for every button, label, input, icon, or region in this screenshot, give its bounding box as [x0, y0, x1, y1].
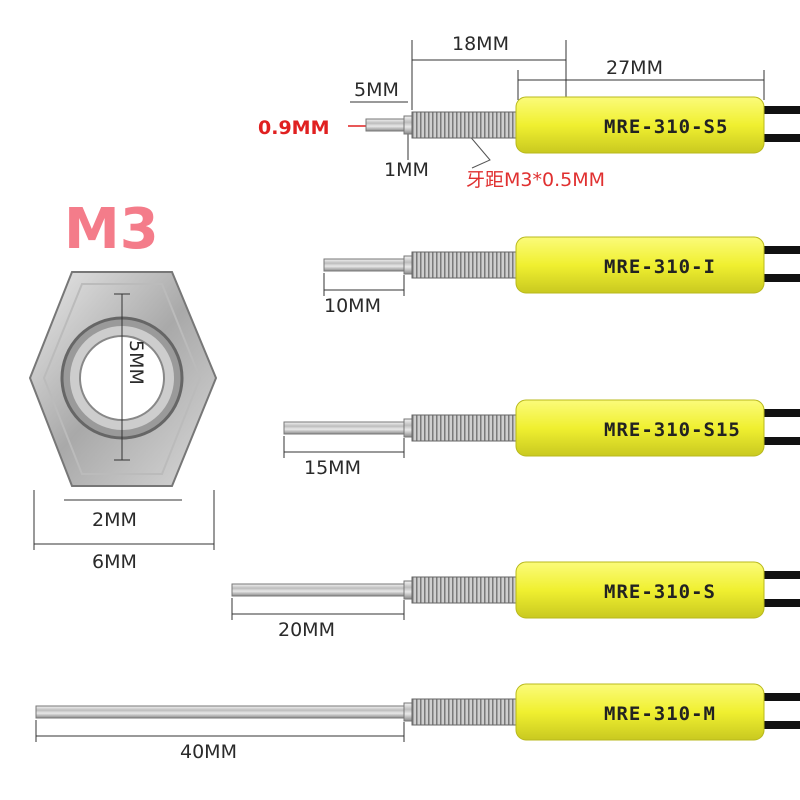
- sensor-item: MRE-310-S 20MM: [231, 561, 800, 641]
- cable: [760, 246, 800, 254]
- probe-length-label: 15MM: [304, 457, 361, 479]
- probe-tip: [35, 705, 411, 719]
- probe-length-label: 40MM: [180, 741, 237, 763]
- probe-tip: [283, 421, 411, 435]
- sensor-item: MRE-310-I 10MM: [323, 236, 800, 317]
- cable: [760, 134, 800, 142]
- yellow-sleeve: [515, 399, 765, 457]
- cable: [760, 437, 800, 445]
- sensor-model-label: MRE-310-M: [604, 703, 716, 725]
- probe-tip: [323, 258, 411, 272]
- probe-length-label: 20MM: [278, 619, 335, 641]
- thread-body: [411, 414, 521, 442]
- thread-body: [411, 111, 521, 139]
- nut-title: M3: [64, 197, 159, 262]
- probe-diameter-label: 0.9MM: [258, 117, 329, 139]
- cable: [760, 409, 800, 417]
- sensor-model-label: MRE-310-I: [604, 256, 716, 278]
- sensor-model-label: MRE-310-S15: [604, 419, 741, 441]
- probe-tip: [231, 583, 411, 597]
- sensor-model-label: MRE-310-S5: [604, 116, 728, 138]
- sleeve-length-label: 27MM: [606, 57, 663, 79]
- hex-nut: M3 5MM 2MM 6MM: [28, 197, 218, 573]
- cable: [760, 274, 800, 282]
- nut-thickness-label: 2MM: [92, 509, 137, 531]
- probe-length-label: 10MM: [324, 295, 381, 317]
- sensor-model-label: MRE-310-S: [604, 581, 716, 603]
- yellow-sleeve: [515, 96, 765, 154]
- cable: [760, 106, 800, 114]
- cable: [760, 693, 800, 701]
- cable: [760, 571, 800, 579]
- thread-body: [411, 251, 521, 279]
- cable: [760, 599, 800, 607]
- yellow-sleeve: [515, 561, 765, 619]
- thread-length-label: 18MM: [452, 33, 509, 55]
- nut-diameter-label: 5MM: [125, 340, 147, 385]
- probe-length-label: 5MM: [354, 79, 399, 101]
- sensor-item: MRE-310-S15 15MM: [283, 399, 800, 479]
- yellow-sleeve: [515, 236, 765, 294]
- sensor-list: MRE-310-S5MRE-310-I10MMMRE-310-S1515MMMR…: [35, 96, 800, 763]
- sensor-item: MRE-310-S5: [365, 96, 800, 154]
- thread-body: [411, 576, 521, 604]
- nut-width-label: 6MM: [92, 551, 137, 573]
- top-dimensions: 18MM 27MM 5MM 0.9MM 1MM 牙距M3*0.5MM: [258, 33, 765, 191]
- yellow-sleeve: [515, 683, 765, 741]
- sensor-item: MRE-310-M 40MM: [35, 683, 800, 763]
- pitch-label: 牙距M3*0.5MM: [466, 169, 605, 191]
- probe-tip: [365, 118, 411, 132]
- thread-body: [411, 698, 521, 726]
- step-label: 1MM: [384, 159, 429, 181]
- cable: [760, 721, 800, 729]
